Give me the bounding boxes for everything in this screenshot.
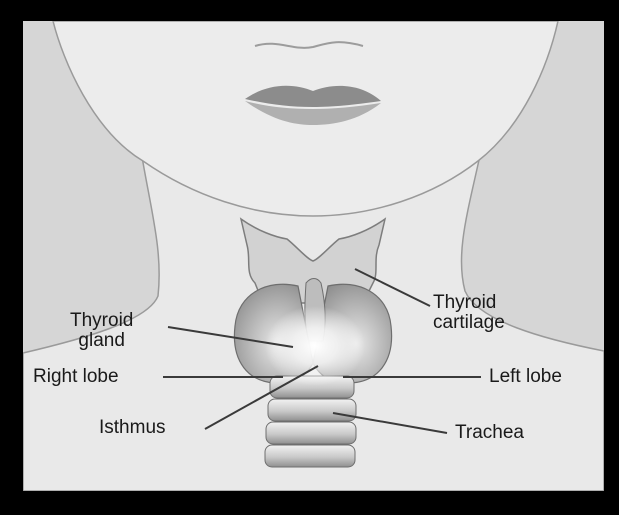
label-trachea: Trachea [455, 423, 524, 443]
isthmus-glow [265, 306, 365, 386]
label-right-lobe: Right lobe [33, 367, 119, 387]
label-thyroid-cartilage-line2: cartilage [433, 313, 505, 333]
label-isthmus: Isthmus [99, 418, 166, 438]
label-thyroid-gland-line1: Thyroid [70, 311, 133, 331]
label-thyroid-gland: Thyroid gland [70, 311, 133, 351]
trachea-shape [265, 376, 356, 467]
label-left-lobe: Left lobe [489, 367, 562, 387]
label-thyroid-cartilage: Thyroid cartilage [433, 293, 505, 333]
label-thyroid-gland-line2: gland [70, 331, 133, 351]
diagram-panel: Thyroid gland Thyroid cartilage Right lo… [23, 21, 604, 491]
label-thyroid-cartilage-line1: Thyroid [433, 293, 505, 313]
